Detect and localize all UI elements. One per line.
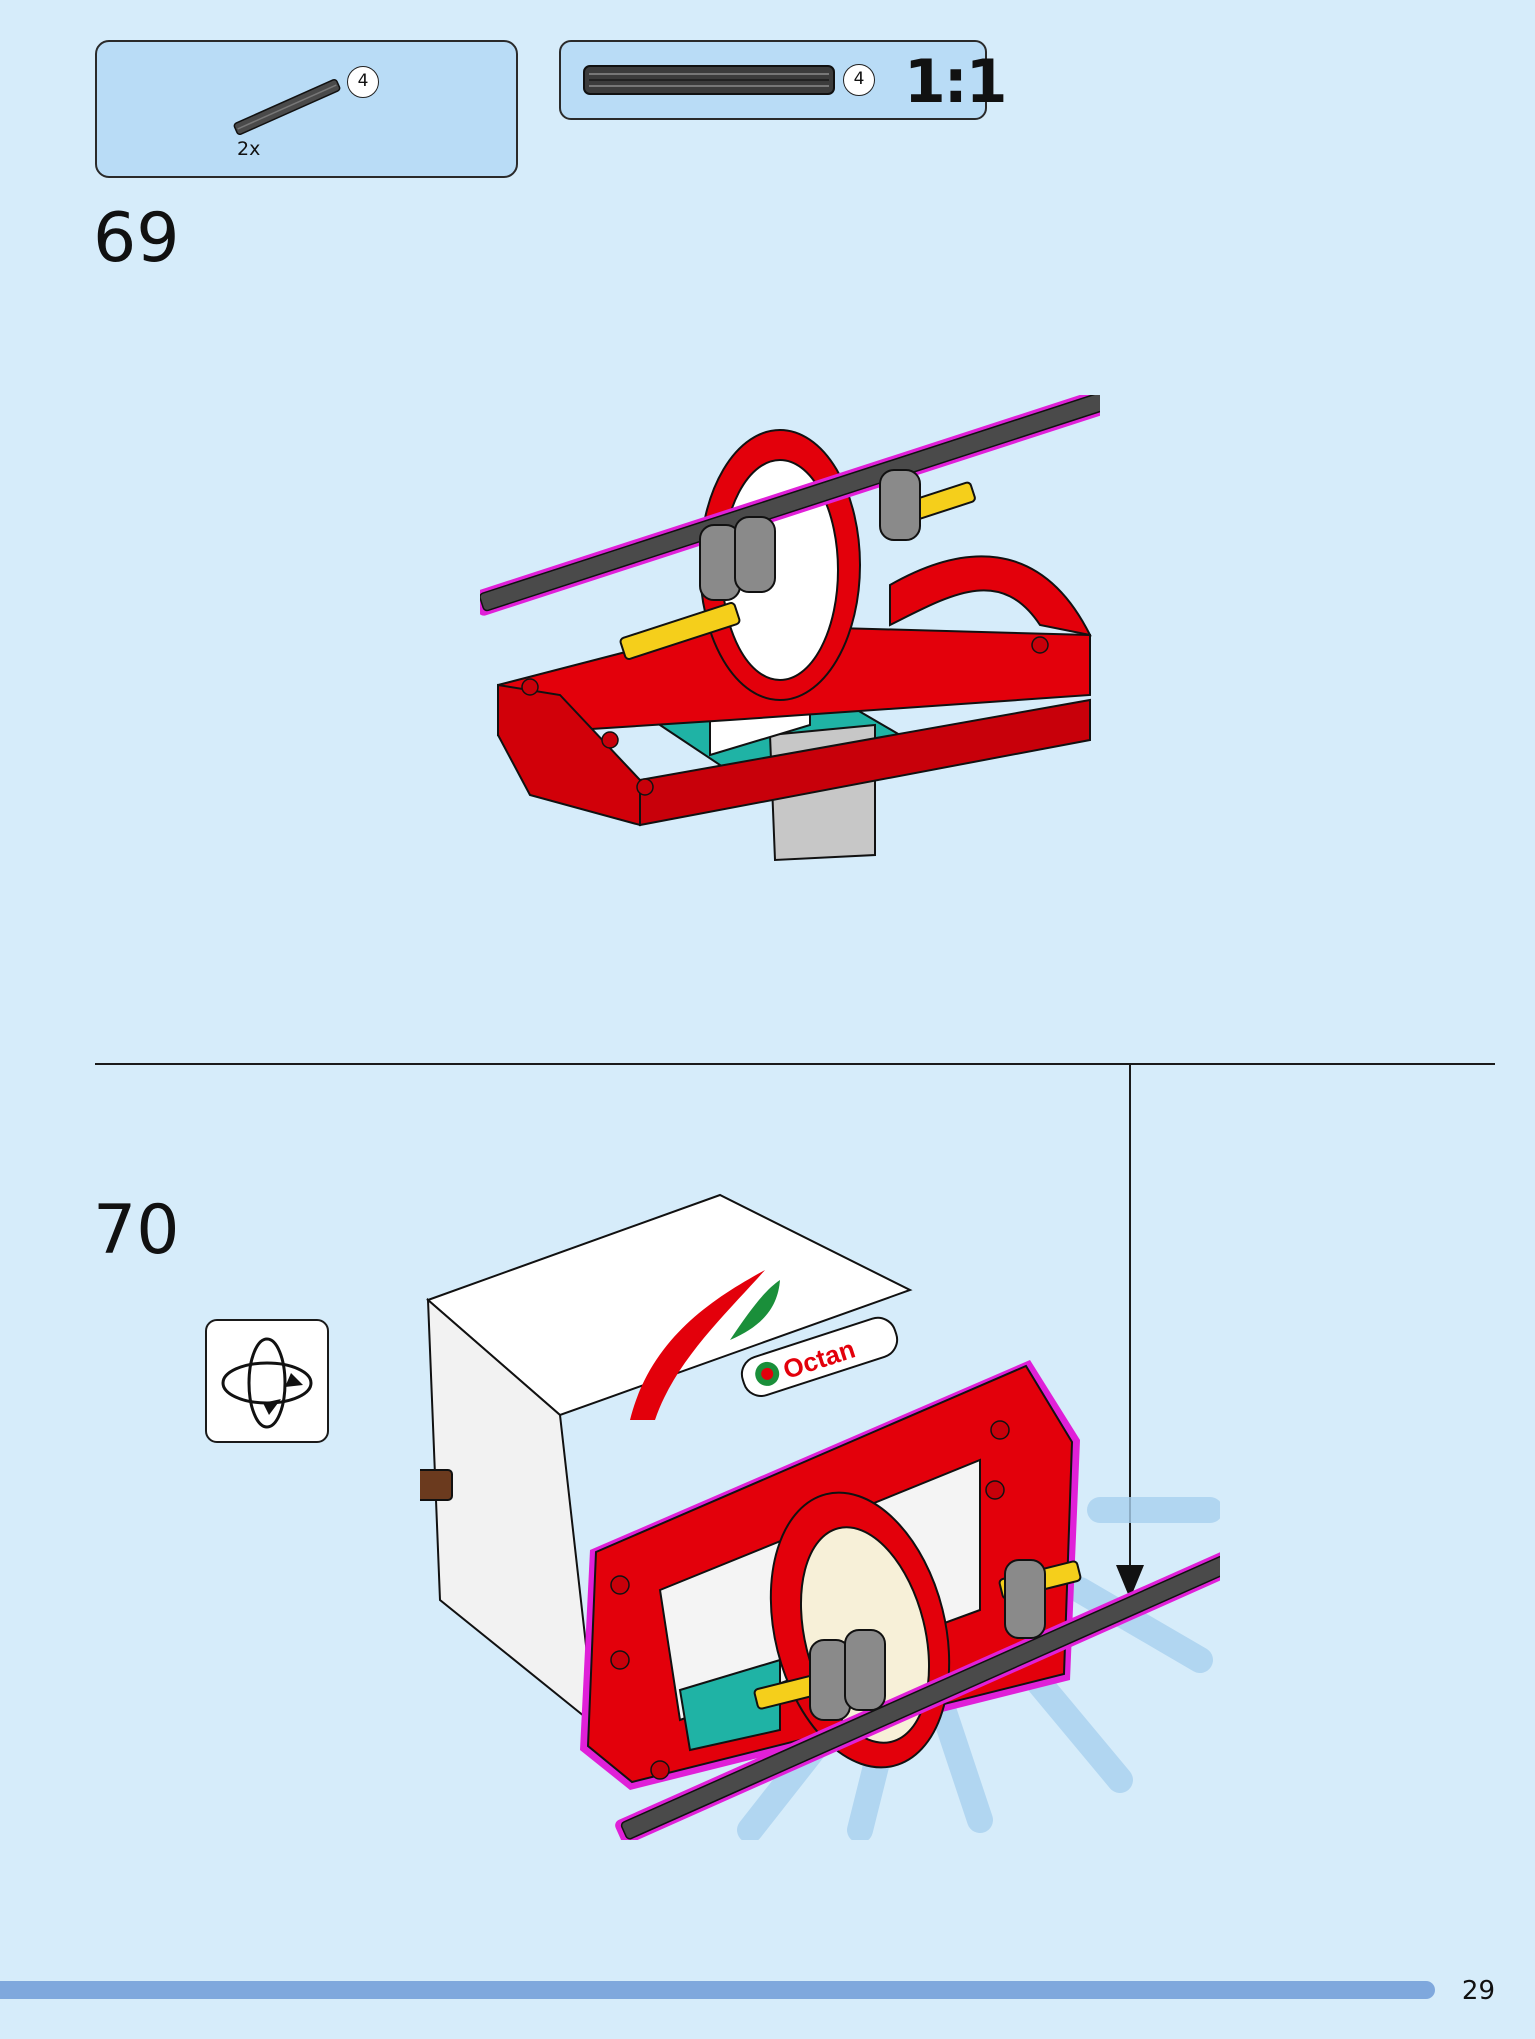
scale-callout: 4 1:1 bbox=[559, 40, 1007, 120]
axle-scale-icon bbox=[583, 65, 835, 95]
rotate-model-indicator bbox=[205, 1319, 329, 1443]
progress-bar bbox=[0, 1981, 1435, 1999]
page-number: 29 bbox=[1461, 1976, 1495, 2006]
step-number: 69 bbox=[93, 199, 180, 278]
step-69-assembly-illustration bbox=[480, 395, 1100, 862]
parts-callout: 4 2x bbox=[95, 40, 518, 178]
step-70-assembly-illustration: Octan bbox=[420, 1193, 1220, 1840]
rotate-model-icon bbox=[221, 1337, 313, 1429]
step-divider bbox=[95, 1063, 1495, 1065]
callout-arrow-line bbox=[1129, 1063, 1131, 1583]
scale-ratio: 1:1 bbox=[904, 47, 1007, 117]
arrow-down-icon bbox=[1116, 1565, 1144, 1599]
axle-length-badge: 4 bbox=[843, 64, 875, 96]
axle-length-badge: 4 bbox=[347, 66, 379, 98]
step-number: 70 bbox=[93, 1191, 180, 1270]
gray-axle-icon bbox=[233, 78, 341, 136]
part-quantity: 2x bbox=[237, 138, 261, 160]
